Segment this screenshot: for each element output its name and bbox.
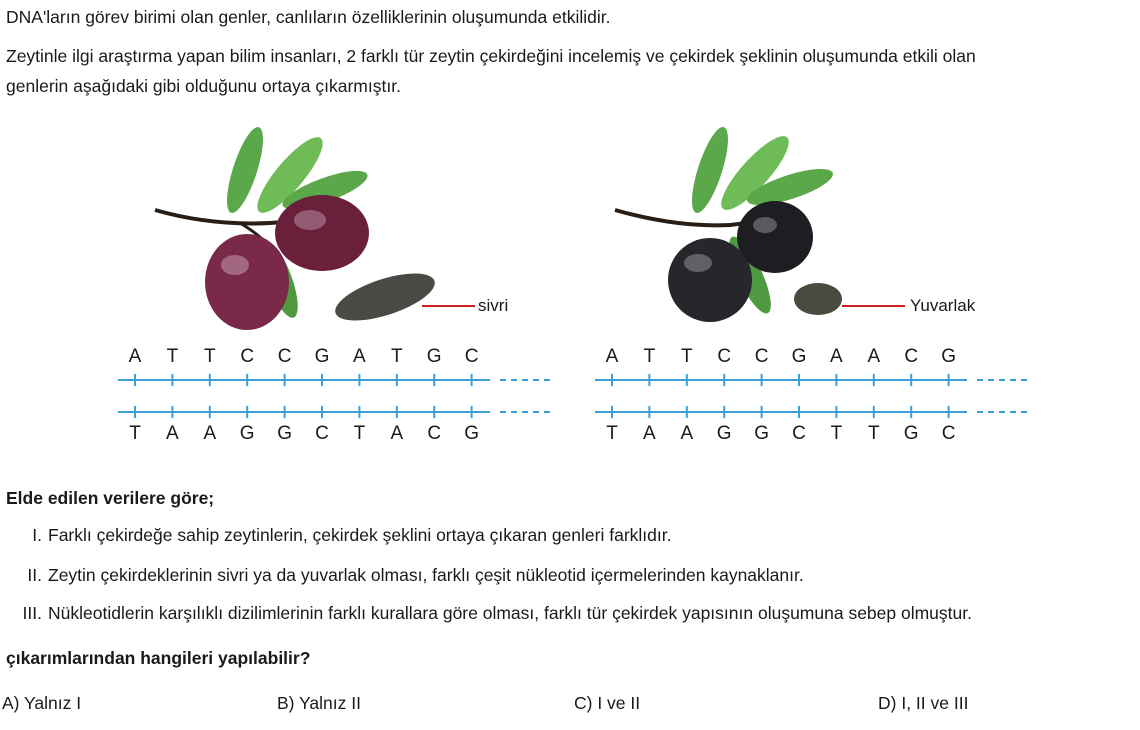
intro-line-3: genlerin aşağıdaki gibi olduğunu ortaya … [6, 76, 401, 96]
nucleotide-base: T [129, 423, 141, 444]
intro-line-1: DNA'ların görev birimi olan genler, canl… [6, 7, 611, 27]
nucleotide-base: C [717, 346, 732, 367]
nucleotide-base: C [754, 346, 769, 367]
statement-2: II. Zeytin çekirdeklerinin sivri ya da yu… [6, 565, 804, 586]
nucleotide-base: G [239, 423, 255, 444]
nucleotide-base: C [904, 346, 919, 367]
nucleotide-base: C [464, 346, 479, 367]
statement-text: Zeytin çekirdeklerinin sivri ya da yuvar… [48, 565, 804, 585]
nucleotide-base: T [643, 346, 656, 367]
nucleotide-base: T [606, 423, 618, 444]
nucleotide-base: A [128, 346, 142, 367]
statement-text: Nükleotidlerin karşılıklı dizilimlerinin… [48, 603, 972, 623]
nucleotide-base: A [680, 423, 694, 444]
option-d[interactable]: D) I, II ve III [878, 693, 969, 713]
statement-number: III. [22, 603, 42, 623]
nucleotide-base: T [166, 346, 179, 367]
dna-strand-lines [118, 374, 1030, 418]
nucleotide-base: C [792, 423, 806, 444]
nucleotide-base: T [203, 346, 216, 367]
option-c[interactable]: C) I ve II [574, 693, 641, 713]
nucleotide-base: G [716, 423, 732, 444]
seed-label-yuvarlak: Yuvarlak [910, 296, 976, 315]
nucleotide-base: A [203, 423, 217, 444]
intro-line-2: Zeytinle ilgi araştırma yapan bilim insa… [6, 46, 976, 66]
nucleotide-base: T [830, 423, 843, 444]
statement-number: II. [27, 565, 42, 585]
nucleotide-base: A [605, 346, 619, 367]
left-olive-illustration [150, 125, 510, 335]
nucleotide-base: C [240, 346, 255, 367]
nucleotide-base: C [941, 423, 956, 444]
nucleotide-base: T [680, 346, 693, 367]
nucleotide-base: G [754, 423, 769, 444]
option-a[interactable]: A) Yalnız I [2, 693, 82, 713]
nucleotide-base: G [464, 423, 479, 444]
nucleotide-base: T [353, 423, 366, 444]
nucleotide-base: A [830, 346, 843, 367]
nucleotide-base: G [903, 423, 919, 444]
seed-label-sivri: sivri [478, 296, 509, 315]
nucleotide-base: A [390, 423, 404, 444]
option-b[interactable]: B) Yalnız II [277, 693, 361, 713]
nucleotide-base: G [791, 346, 807, 367]
question-lead: Elde edilen verilere göre; [6, 488, 215, 508]
olive-branch-image [614, 127, 905, 322]
question-end: çıkarımlarından hangileri yapılabilir? [6, 648, 311, 668]
nucleotide-base: A [643, 423, 656, 444]
statement-3: III. Nükleotidlerin karşılıklı dizilimler… [6, 603, 972, 624]
statement-1: I. Farklı çekirdeğe sahip zeytinlerin, çe… [6, 525, 671, 546]
nucleotide-base: A [867, 346, 881, 367]
nucleotide-base: A [166, 423, 179, 444]
statement-number: I. [32, 525, 42, 545]
nucleotide-base: C [315, 423, 329, 444]
nucleotide-base: G [426, 346, 442, 367]
nucleotide-base: C [277, 346, 292, 367]
right-olive-illustration [610, 125, 910, 335]
olive-branch-image [154, 127, 475, 330]
nucleotide-base: G [314, 346, 330, 367]
statement-text: Farklı çekirdeğe sahip zeytinlerin, çeki… [48, 525, 672, 545]
nucleotide-base: T [867, 423, 880, 444]
nucleotide-base: G [941, 346, 956, 367]
nucleotide-base: G [277, 423, 292, 444]
nucleotide-base: T [390, 346, 403, 367]
nucleotide-base: A [353, 346, 366, 367]
nucleotide-base: C [427, 423, 442, 444]
